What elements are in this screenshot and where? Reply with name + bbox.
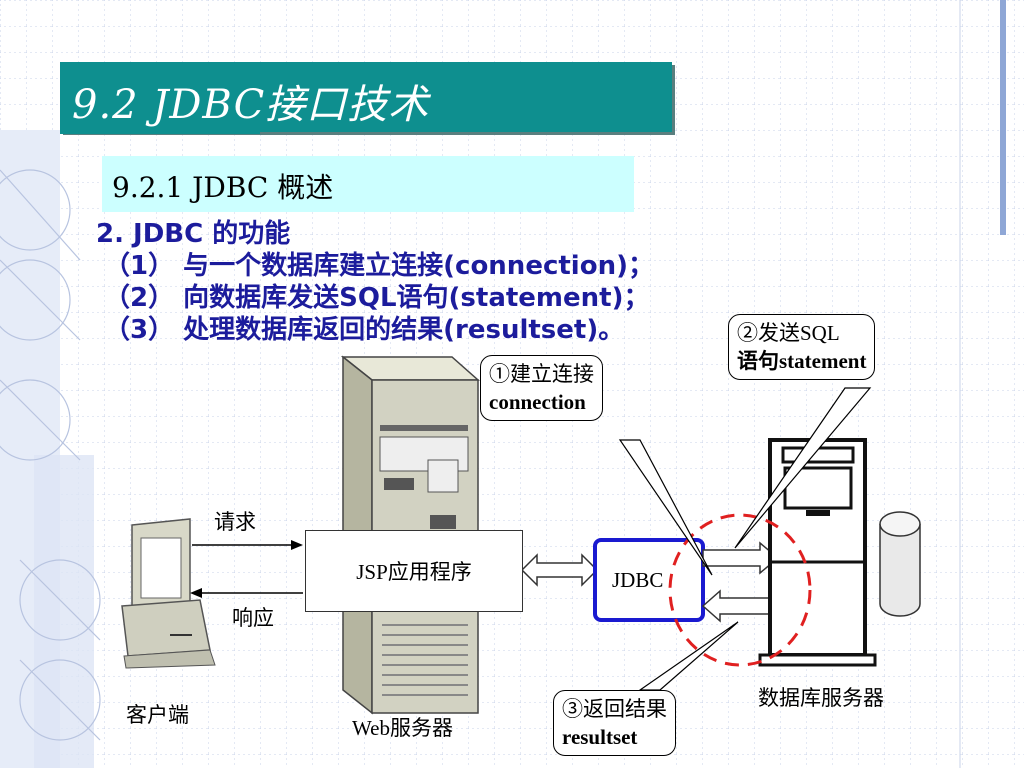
callout-pointer: [618, 439, 713, 576]
database-server-icon: [758, 438, 877, 667]
title-underline: [60, 132, 260, 134]
highlight-circle: [668, 513, 812, 667]
callout-text: resultset: [562, 725, 638, 749]
web-server-label: Web服务器: [352, 716, 453, 740]
section-heading: 2. JDBC 的功能: [96, 219, 291, 249]
callout-text: 语句statement: [737, 349, 867, 373]
callout-text: ③返回结果: [562, 697, 667, 721]
jdbc-label: JDBC: [612, 568, 664, 592]
client-label: 客户端: [126, 703, 189, 727]
client-computer-icon: [121, 518, 216, 669]
list-item: （2） 向数据库发送SQL语句(statement)；: [104, 283, 650, 313]
list-item: （3） 处理数据库返回的结果(resultset)。: [104, 315, 625, 345]
jsp-app-box: JSP应用程序: [305, 530, 523, 612]
callout-connection: ①建立连接 connection: [480, 355, 603, 421]
callout-resultset: ③返回结果 resultset: [553, 690, 676, 756]
callout-pointer: [638, 621, 739, 691]
callout-pointer: [734, 387, 872, 549]
request-label: 请求: [214, 510, 256, 534]
database-cylinder-icon: [879, 511, 921, 617]
callout-text: ②发送SQL: [737, 321, 840, 345]
statement-arrow: [702, 541, 780, 575]
db-server-label: 数据库服务器: [758, 686, 884, 710]
callout-text: ①建立连接: [489, 362, 594, 386]
slide-title: 9.2 JDBC接口技术: [72, 82, 430, 128]
title-bar: [60, 62, 672, 132]
request-arrow: [192, 540, 303, 550]
double-arrow: [520, 553, 599, 587]
callout-text: connection: [489, 390, 586, 414]
list-item: （1） 与一个数据库建立连接(connection)；: [104, 251, 654, 281]
response-label: 响应: [232, 606, 274, 630]
resultset-arrow: [701, 589, 779, 623]
subtitle-bar: [102, 156, 634, 212]
response-arrow: [190, 588, 303, 598]
slide-subtitle: 9.2.1 JDBC 概述: [112, 171, 334, 204]
callout-statement: ②发送SQL 语句statement: [728, 314, 876, 380]
jsp-app-label: JSP应用程序: [356, 560, 472, 584]
